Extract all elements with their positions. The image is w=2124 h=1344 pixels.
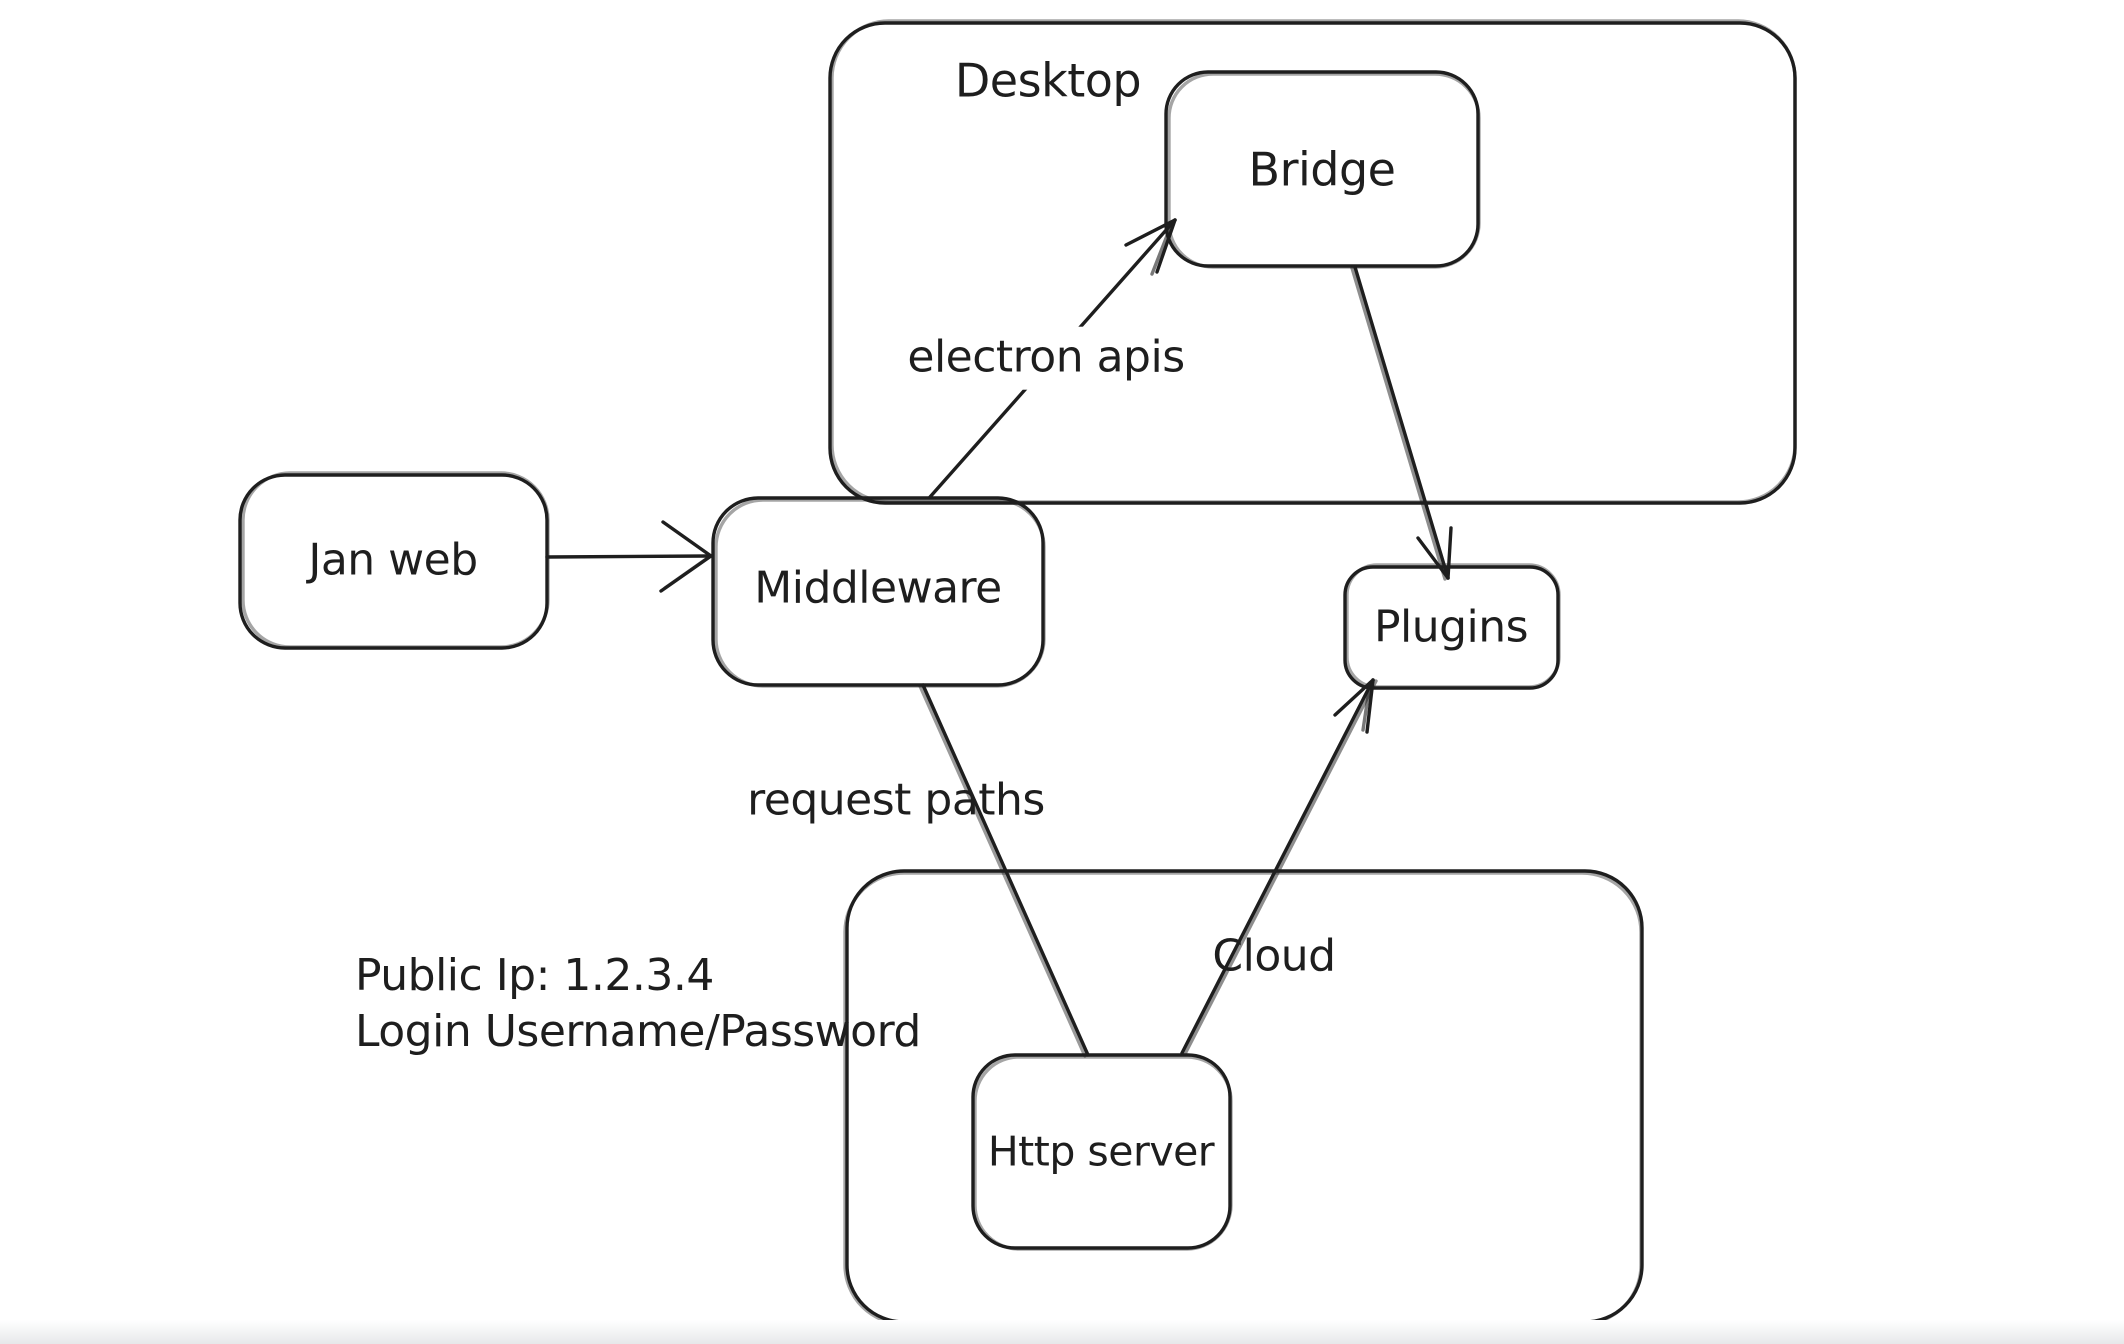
desktop-container-label[interactable]: Desktop [954,53,1142,108]
edge-label-electron-apis[interactable]: electron apis [893,326,1199,390]
edge-http-server-plugins[interactable] [1180,678,1378,1056]
bottom-edge-shade [0,1320,2124,1344]
node-bridge-label[interactable]: Bridge [1248,142,1396,197]
node-plugins-label[interactable]: Plugins [1373,601,1529,653]
node-plugins-shape[interactable] [1343,563,1561,690]
node-middleware-shape[interactable] [711,496,1046,688]
desktop-container-shape[interactable] [828,19,1797,505]
annotation-public-ip[interactable]: Public Ip: 1.2.3.4 Login Username/Passwo… [355,948,921,1060]
node-middleware-label[interactable]: Middleware [754,562,1002,614]
cloud-container-label[interactable]: Cloud [1212,930,1336,982]
node-bridge-shape[interactable] [1164,70,1481,269]
node-jan-web-label[interactable]: Jan web [308,534,478,586]
edge-middleware-http-server[interactable] [918,683,1090,1058]
node-http-server-label[interactable]: Http server [987,1127,1215,1176]
annotation-public-ip-line1: Public Ip: 1.2.3.4 [355,950,714,1001]
edge-bridge-plugins[interactable] [1350,265,1453,581]
edge-jan-web-middleware[interactable] [545,520,713,593]
node-jan-web-shape[interactable] [238,471,550,650]
node-http-server-shape[interactable] [971,1053,1233,1251]
edge-label-request-paths[interactable]: request paths [747,774,1045,826]
annotation-login-line2: Login Username/Password [355,1006,921,1057]
